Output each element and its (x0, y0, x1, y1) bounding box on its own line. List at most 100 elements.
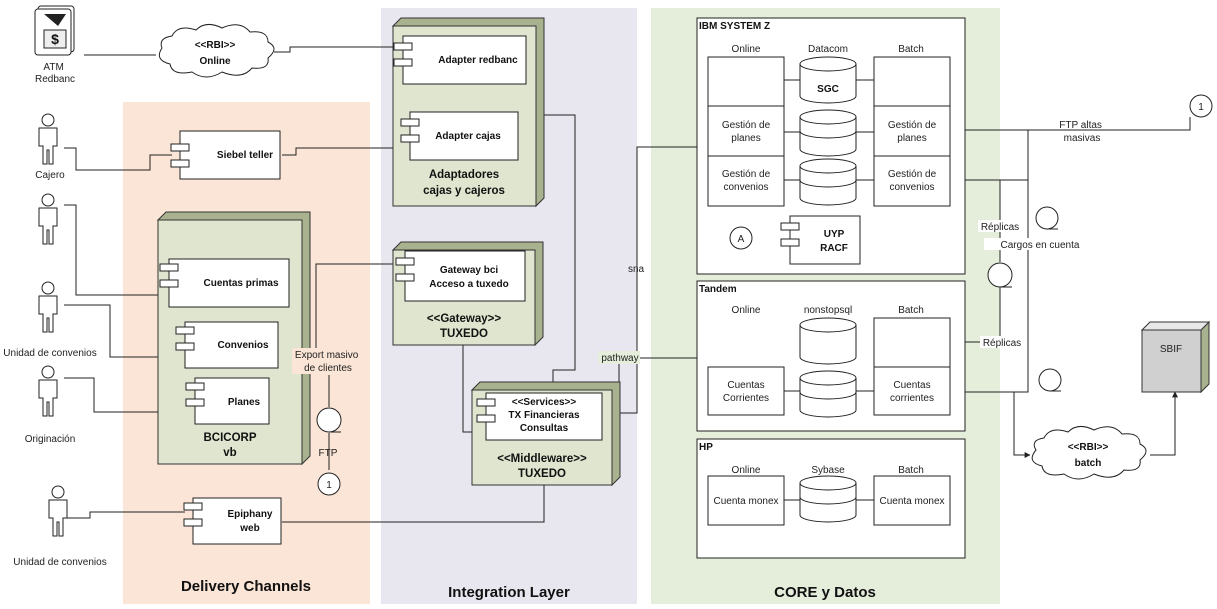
svg-text:Online: Online (732, 305, 761, 316)
sbif-node: SBIF (1140, 320, 1211, 394)
svg-text:vb: vb (223, 447, 236, 459)
sybase-database (799, 475, 857, 523)
ftp-label: FTP (319, 448, 338, 459)
cargos-label: Cargos en cuenta (1001, 240, 1080, 251)
svg-text:TX Financieras: TX Financieras (508, 410, 580, 421)
integration-layer-title: Integration Layer (448, 584, 570, 601)
svg-text:BCICORP: BCICORP (203, 432, 256, 444)
export-label: Export masivo de clientes (295, 350, 361, 374)
cuentas-primas-component: Cuentas primas (159, 258, 290, 308)
svg-text:TUXEDO: TUXEDO (518, 468, 566, 480)
svg-text:Planes: Planes (228, 397, 261, 408)
connector-1-right: 1 (1189, 94, 1213, 118)
svg-text:Convenios: Convenios (217, 340, 269, 351)
uyp-racf-component: UYP RACF (780, 215, 861, 265)
unidad-convenios-actor-2 (38, 281, 58, 333)
svg-text:Gateway bci: Gateway bci (440, 265, 499, 276)
svg-text:Adapter redbanc: Adapter redbanc (438, 55, 518, 66)
svg-text:1: 1 (326, 480, 332, 491)
nonstopsql-database-1 (799, 317, 857, 365)
pathway-label-bg (598, 351, 640, 364)
svg-text:web: web (239, 523, 259, 534)
atm-label: ATM Redbanc (35, 62, 75, 85)
rbi-online-cloud: <<RBI>> Online (158, 24, 275, 78)
tandem-panel: Tandem Online nonstopsql Batch Cuentas C… (696, 280, 966, 432)
svg-text:Batch: Batch (898, 44, 924, 55)
svg-text:nonstopsql: nonstopsql (804, 305, 852, 316)
svg-text:<<RBI>>: <<RBI>> (1068, 442, 1109, 453)
svg-text:Batch: Batch (898, 465, 924, 476)
svg-text:Gestión de: Gestión de (722, 120, 771, 131)
sna-label: sna (628, 264, 645, 275)
svg-text:A: A (738, 234, 745, 245)
hp-panel: HP Online Sybase Batch Cuenta monex Cuen… (696, 438, 966, 559)
svg-text:Consultas: Consultas (520, 423, 569, 434)
svg-text:TUXEDO: TUXEDO (440, 328, 488, 340)
connector-a: A (729, 226, 753, 250)
connector-lines (64, 46, 1191, 523)
cargos-bg (984, 238, 1098, 250)
svg-text:<<Middleware>>: <<Middleware>> (497, 453, 587, 465)
queue-icon-middle (987, 262, 1013, 288)
cajero-label: Cajero (35, 170, 65, 181)
svg-text:Batch: Batch (898, 305, 924, 316)
services-component: <<Services>> TX Financieras Consultas (476, 392, 603, 441)
svg-text:SGC: SGC (817, 84, 839, 95)
svg-text:Datacom: Datacom (808, 44, 848, 55)
svg-text:planes: planes (897, 133, 926, 144)
planes-component: Planes (185, 377, 270, 425)
svg-text:Sybase: Sybase (811, 465, 845, 476)
svg-text:Siebel teller: Siebel teller (217, 150, 273, 161)
replicas-label-2: Réplicas (983, 338, 1021, 349)
svg-text:convenios: convenios (889, 182, 934, 193)
export-label-bg (292, 348, 364, 374)
svg-text:$: $ (51, 31, 59, 47)
ftp-altas-label: FTP altas masivas (1059, 120, 1104, 144)
cajero-actor (38, 113, 58, 165)
delivery-channels-title: Delivery Channels (181, 578, 311, 595)
svg-text:convenios: convenios (723, 182, 768, 193)
datacom-database-planes (799, 109, 857, 157)
datacom-database-convenios (799, 158, 857, 206)
svg-text:batch: batch (1075, 458, 1102, 469)
svg-text:Online: Online (732, 465, 761, 476)
replicas-2-bg (980, 336, 1024, 348)
originacion-label: Originación (25, 434, 76, 445)
siebel-teller-component: Siebel teller (170, 130, 281, 180)
svg-text:<<Gateway>>: <<Gateway>> (427, 313, 501, 325)
rbi-batch-cloud: <<RBI>> batch (1031, 426, 1147, 480)
ibm-system-z-panel: IBM SYSTEM Z Online Datacom Batch Gestió… (696, 17, 966, 275)
unidad-convenios-actor-3 (48, 485, 68, 537)
svg-text:Online: Online (199, 56, 231, 67)
unidad-convenios-actor-1 (38, 193, 58, 245)
queue-icon-bottom (1038, 368, 1062, 392)
svg-text:Cuenta monex: Cuenta monex (879, 496, 944, 507)
atm-icon: $ (34, 5, 75, 56)
svg-text:RACF: RACF (820, 243, 848, 254)
svg-text:Gestión de: Gestión de (888, 169, 937, 180)
svg-text:Adaptadores: Adaptadores (429, 169, 499, 181)
svg-text:<<Services>>: <<Services>> (512, 397, 577, 408)
svg-text:planes: planes (731, 133, 760, 144)
svg-text:HP: HP (699, 442, 713, 453)
convenios-component: Convenios (175, 321, 279, 369)
svg-text:Epiphany: Epiphany (227, 509, 272, 520)
adapter-cajas-component: Adapter cajas (400, 111, 519, 161)
svg-text:cajas y cajeros: cajas y cajeros (423, 185, 505, 197)
connector-1-bottom: 1 (317, 472, 341, 496)
gateway-bci-component: Gateway bci Acceso a tuxedo (395, 250, 526, 302)
svg-text:corrientes: corrientes (890, 393, 934, 404)
svg-text:Corrientes: Corrientes (723, 393, 769, 404)
replicas-1-bg (978, 220, 1022, 232)
ftp-queue-icon (316, 407, 342, 433)
pathway-label: pathway (601, 353, 638, 364)
epiphany-web-component: Epiphany web (183, 497, 282, 545)
svg-text:Adapter cajas: Adapter cajas (435, 131, 501, 142)
replicas-label-1: Réplicas (981, 222, 1019, 233)
queue-icon-top (1035, 206, 1059, 230)
svg-text:Tandem: Tandem (699, 284, 737, 295)
svg-text:Acceso a tuxedo: Acceso a tuxedo (429, 279, 508, 290)
nonstopsql-database-2 (799, 370, 857, 418)
unidad-convenios-label-1: Unidad de convenios (3, 348, 96, 359)
